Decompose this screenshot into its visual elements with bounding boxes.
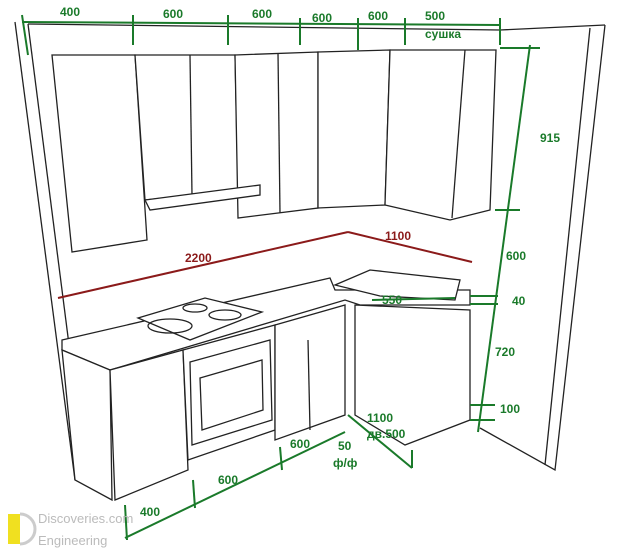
dim-corner-gap: 50 (338, 439, 352, 453)
dim-top-4: 600 (312, 11, 332, 25)
dim-bottom-3: 600 (290, 437, 310, 451)
dim-top-2: 600 (163, 7, 183, 21)
dim-countertop-long: 2200 (185, 251, 212, 265)
dim-top-5: 600 (368, 9, 388, 23)
dim-top-6: 500 (425, 9, 445, 23)
dim-bottom-1: 400 (140, 505, 160, 519)
upper-cabinets (51, 49, 497, 253)
dim-corner-note: ф/ф (333, 456, 358, 470)
dim-top-3: 600 (252, 7, 272, 21)
dimension-lines (21, 14, 540, 541)
dim-bottom-2: 600 (218, 473, 238, 487)
base-cabinets (61, 269, 471, 502)
dim-right-5: 100 (500, 402, 520, 416)
dim-right-3: 40 (512, 294, 526, 308)
dim-top-1: 400 (60, 5, 80, 19)
dim-side-length: 1100 (367, 411, 393, 425)
dim-right-4: 720 (495, 345, 515, 359)
dim-right-1: 915 (540, 131, 560, 145)
dim-countertop-short: 1100 (385, 229, 411, 243)
countertop-dimension-lines (57, 231, 473, 299)
dim-top-note: сушка (425, 27, 461, 41)
dim-sink: 550 (382, 293, 402, 307)
watermark-line2: Engineering (38, 533, 107, 548)
dim-right-2: 600 (506, 249, 526, 263)
dim-side-door: дв.500 (367, 427, 406, 441)
watermark-line1: Discoveries.com (38, 511, 133, 526)
watermark-logo: Discoveries.com Engineering (8, 511, 133, 548)
